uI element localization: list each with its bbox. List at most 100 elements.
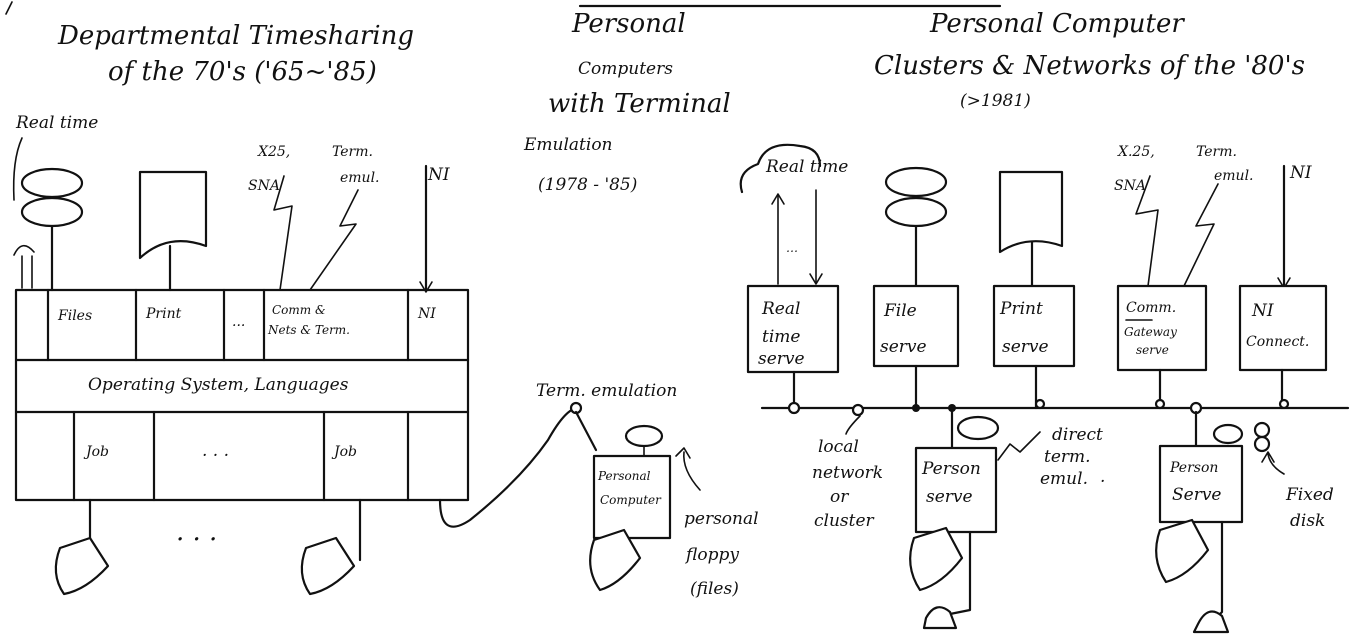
comm-server-line2: Gateway [1124,325,1177,339]
ps2-phone-icon [1192,610,1230,634]
rt-arrow-up-head [771,193,785,205]
direct-line1: direct [1052,425,1103,445]
personal-title-line1: Personal [571,9,686,39]
job-label-1: Job [83,444,109,460]
ps2-line1: Person [1169,460,1218,476]
cluster-lightning-sna [1135,175,1159,287]
cluster-printer-icon [998,170,1064,254]
term-emulation-cable [438,406,580,528]
ni-connect-server-box [1238,284,1328,372]
rt-server-line3: serve [758,349,805,369]
cluster-sna-label: SNA [1114,178,1146,194]
local-network-line1: local [818,437,859,457]
personal-section: Personal Computers with Terminal Emulati… [523,9,759,599]
floppy-label-line3: (files) [690,579,739,599]
local-network-line3: or [830,487,849,507]
mainframe-box [14,288,470,502]
dot-mark: . [1100,467,1105,487]
rt-arrow-down-head [809,273,823,285]
ni-top-label: NI [427,165,450,185]
term-emulation-label: Term. emulation [536,381,677,401]
clusters-title-line2: Clusters & Networks of the '80's [874,51,1305,81]
floppy-label-line2: floppy [684,545,739,565]
realtime-curve [12,137,23,201]
emul-label: emul. [340,170,380,186]
ps1-phone-line [948,530,972,616]
direct-line2: term. [1044,447,1091,467]
comm-gateway-server-box [1116,284,1208,372]
disk-drive-icon [20,167,84,228]
sna-label: SNA [248,178,280,194]
file-server-box [872,284,960,368]
job-dots: . . . [202,441,229,461]
direct-lightning [997,431,1041,461]
term-label: Term. [332,144,373,160]
ps1-line2: serve [926,487,973,507]
print-server-line2: serve [1002,337,1049,357]
ps2-line2: Serve [1172,485,1222,505]
cluster-x25-label: X.25, [1117,144,1155,160]
person-server-2-box [1158,444,1244,524]
ps2-terminal-icon [1155,518,1210,584]
ps1-line1: Person [921,459,981,479]
cluster-emul-label: emul. [1214,168,1254,184]
cell-dots: ... [232,314,245,330]
ni-server-line2: Connect. [1246,334,1309,350]
pc-floppy-icon [624,424,664,448]
personal-title-line2: Computers [578,59,673,79]
timesharing-section: Departmental Timesharing of the 70's ('6… [12,21,580,596]
cell-comm-line2: Nets & Term. [267,323,350,337]
terminal-dots: . . . [176,517,217,547]
pc-terminal-icon [589,528,642,592]
realtime-server-box [746,284,840,374]
clusters-title-line1: Personal Computer [929,9,1185,39]
rt-server-line2: time [762,327,800,347]
printer-icon [138,170,208,260]
bus-node-rt [787,401,801,415]
print-server-line1: Print [999,299,1043,319]
cluster-disk-icon [884,166,948,228]
print-server-box [992,284,1076,368]
terminal-1-icon [54,536,110,596]
bus-node-file [912,404,920,412]
bus-node-comm [1154,398,1166,410]
cell-comm-line1: Comm & [272,303,326,317]
rt-dots: … [786,241,798,255]
ps1-phone-icon [922,606,958,630]
corner-mark [5,1,13,15]
rt-server-line1: Real [761,299,800,319]
fixed-disk-arrow [1261,451,1285,475]
clusters-section: Personal Computer Clusters & Networks of… [739,9,1350,634]
pc-label-line2: Computer [600,493,662,507]
x25-label: X25, [257,144,290,160]
file-server-line1: File [883,301,917,321]
floppy-arrow [675,447,701,491]
comm-server-line3: serve [1136,343,1169,357]
fixed-disk-icon [1253,421,1271,453]
timesharing-title-line1: Departmental Timesharing [57,21,414,51]
pc-box [592,454,672,540]
ni-arrowhead [419,281,433,293]
cluster-term-label: Term. [1196,144,1237,160]
ni-server-line1: NI [1251,301,1274,321]
ps1-terminal-icon [909,526,964,592]
local-network-node [851,403,865,417]
ps2-phone-line [1216,520,1224,618]
realtime-bracket [739,143,822,194]
ps2-disk-icon [1212,423,1244,445]
timesharing-title-line2: of the 70's ('65~'85) [108,57,377,87]
local-network-line4: cluster [814,511,875,531]
cell-files: Files [57,308,92,324]
pc-label-line1: Personal [597,469,651,483]
loop-arrow [13,244,35,256]
lightning-sna [273,175,293,291]
personal-title-line4: Emulation [523,135,613,155]
cluster-ni-top-label: NI [1289,163,1312,183]
ps1-disk-icon [956,415,1000,441]
bus-node-print [1034,398,1046,410]
direct-line3: emul. [1040,469,1088,489]
person-server-1-box [914,446,998,534]
job-label-2: Job [331,444,357,460]
